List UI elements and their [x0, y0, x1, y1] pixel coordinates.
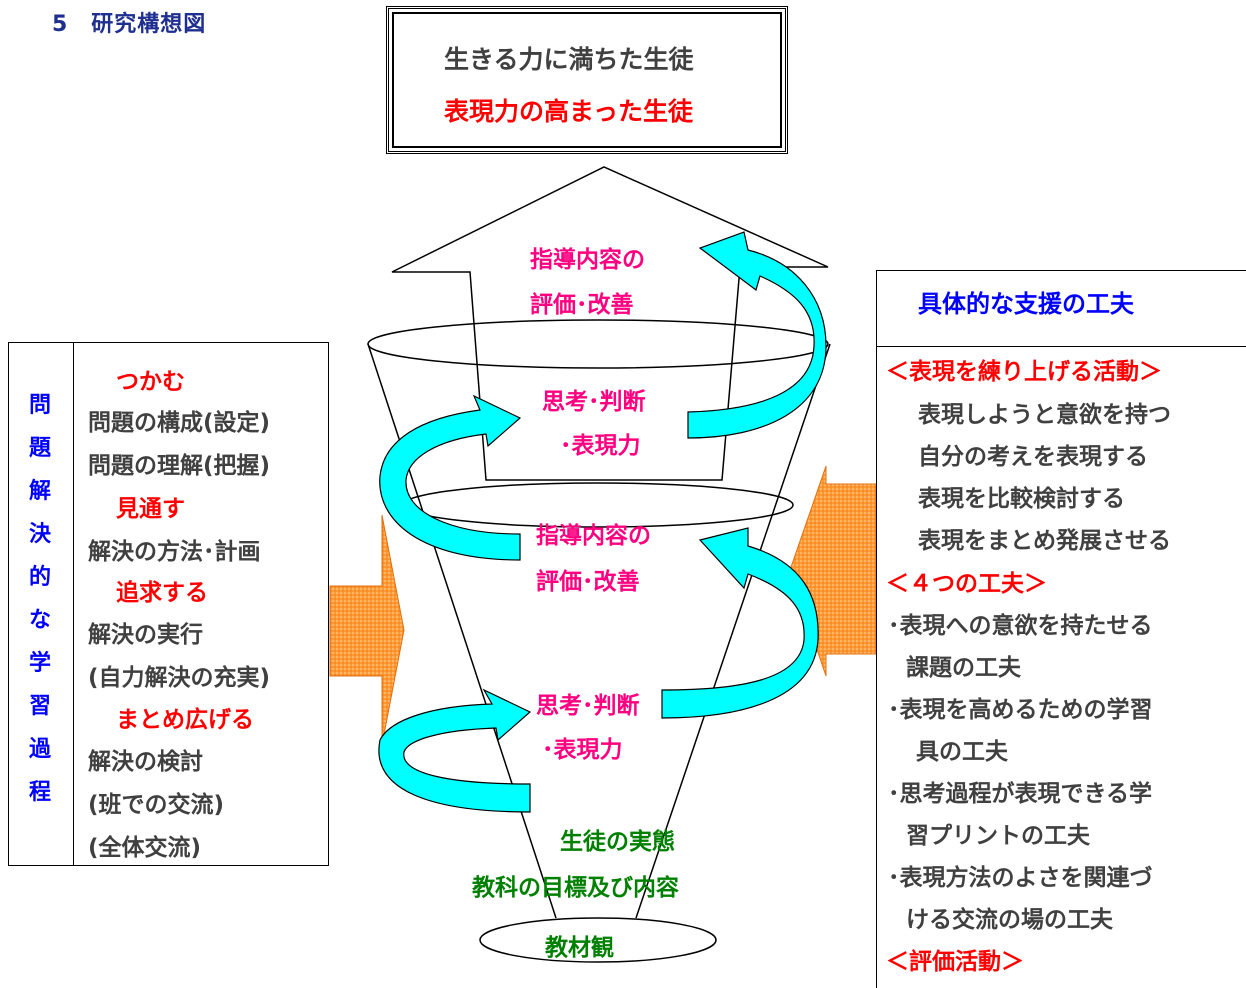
- support-panel-left-border: [876, 270, 877, 988]
- stage-item: 問題の理解(把握): [88, 453, 271, 479]
- left-orange-arrow: [329, 514, 405, 746]
- support-item: ･思考過程が表現できる学: [888, 781, 1153, 807]
- base-subject-goals: 教科の目標及び内容: [472, 875, 679, 901]
- support-section-title: ＜表現を練り上げる活動＞: [886, 359, 1162, 385]
- vertical-char: 問: [28, 393, 51, 418]
- spiral-arrow-lower-left: [378, 688, 532, 813]
- think-lower-line-2: ･表現力: [542, 737, 623, 763]
- support-panel-title-divider: [876, 346, 1246, 347]
- stage-item: 問題の構成(設定): [88, 410, 271, 436]
- support-section-title: ＜評価活動＞: [886, 949, 1024, 975]
- goal-box: [386, 6, 788, 154]
- eval-mid-line-2: 評価･改善: [536, 569, 640, 595]
- eval-mid-line-1: 指導内容の: [536, 523, 651, 549]
- support-item: 自分の考えを表現する: [918, 444, 1148, 470]
- support-item: 表現をまとめ発展させる: [918, 528, 1171, 554]
- think-upper-line-1: 思考･判断: [542, 389, 646, 415]
- eval-top-line-2: 評価･改善: [530, 292, 634, 318]
- funnel-right-side: [635, 343, 831, 919]
- support-item: 表現しようと意欲を持つ: [918, 402, 1171, 428]
- vertical-char: 決: [28, 522, 51, 547]
- eval-top-line-1: 指導内容の: [530, 247, 645, 273]
- stage-item: (自力解決の充実): [88, 665, 271, 691]
- vertical-char: 学: [28, 651, 51, 676]
- vertical-title: 問 題 解 決 的 な 学 習 過 程: [28, 384, 52, 814]
- funnel-top-ellipse: [367, 319, 829, 369]
- learning-process-box: [8, 342, 329, 866]
- vertical-char: 程: [28, 780, 51, 805]
- base-material-view: 教材観: [545, 935, 614, 961]
- stage-title: 追求する: [116, 580, 208, 606]
- support-panel-top-border: [876, 270, 1246, 271]
- support-item: 課題の工夫: [906, 655, 1021, 681]
- vertical-char: 的: [28, 565, 51, 590]
- vertical-char: 習: [28, 694, 51, 719]
- big-up-arrow: [391, 166, 829, 481]
- vertical-char: 解: [28, 479, 51, 504]
- page-heading: 5 研究構想図: [52, 12, 207, 37]
- support-item: ける交流の場の工夫: [906, 907, 1113, 933]
- support-panel-title: 具体的な支援の工夫: [918, 290, 1134, 318]
- think-lower-line-1: 思考･判断: [536, 693, 640, 719]
- support-item: 習プリントの工夫: [906, 823, 1090, 849]
- support-item: 表現を比較検討する: [918, 486, 1125, 512]
- stage-item: (班での交流): [88, 792, 225, 818]
- stage-item: 解決の方法･計画: [88, 539, 261, 565]
- support-section-title: ＜４つの工夫＞: [886, 571, 1047, 597]
- spiral-arrow-lower-right: [661, 527, 819, 719]
- stage-item: 解決の検討: [88, 749, 203, 775]
- spiral-arrow-upper-right: [687, 231, 827, 439]
- goal-line-2: 表現力の高まった生徒: [444, 97, 694, 126]
- stage-title: まとめ広げる: [116, 707, 254, 733]
- spiral-arrow-mid-left: [379, 394, 522, 561]
- vertical-char: な: [28, 608, 51, 633]
- funnel-bottom-ellipse: [479, 917, 717, 963]
- support-item: 具の工夫: [916, 739, 1008, 765]
- support-item: ･表現方法のよさを関連づ: [888, 865, 1153, 891]
- stage-item: (全体交流): [88, 835, 202, 861]
- vertical-char: 過: [28, 737, 51, 762]
- vertical-char: 題: [28, 436, 51, 461]
- support-item: ･表現への意欲を持たせる: [888, 613, 1153, 639]
- support-item: ･表現を高めるための学習: [888, 697, 1153, 723]
- stage-item: 解決の実行: [88, 622, 203, 648]
- spiral-arrows: [378, 231, 827, 813]
- think-upper-line-2: ･表現力: [560, 433, 641, 459]
- base-student-reality: 生徒の実態: [560, 829, 675, 855]
- goal-line-1: 生きる力に満ちた生徒: [444, 45, 694, 74]
- stage-title: つかむ: [116, 369, 185, 395]
- stage-title: 見通す: [116, 496, 185, 522]
